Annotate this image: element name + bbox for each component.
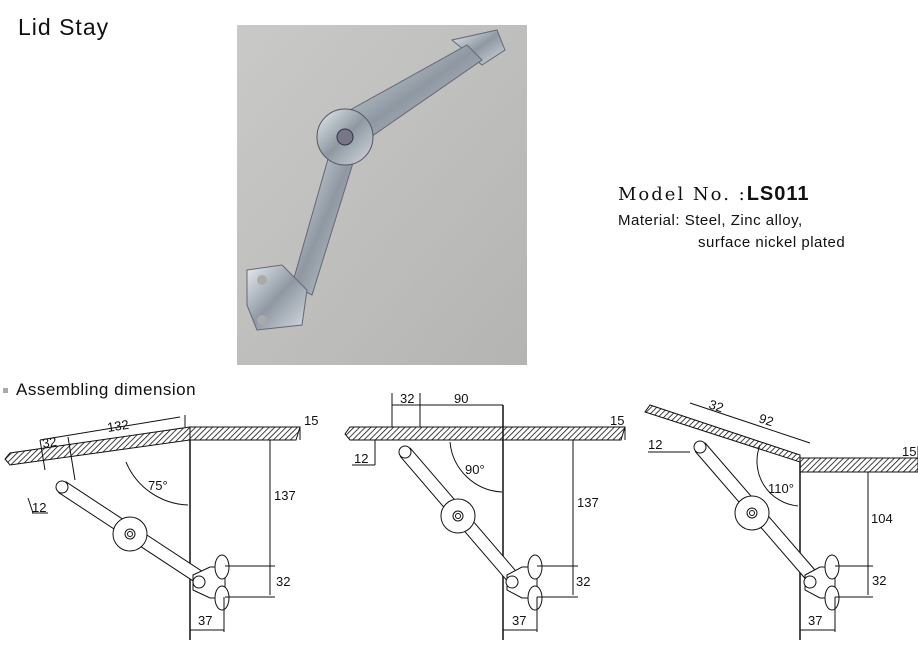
angle-label: 110° (768, 481, 794, 496)
lid-board (4, 426, 191, 466)
dim-37: 37 (512, 613, 526, 628)
model-label: Model No. : (618, 184, 747, 205)
dim-12: 12 (648, 437, 662, 452)
dim-32-bracket: 32 (576, 574, 590, 589)
dim-37: 37 (198, 613, 212, 628)
dim-90: 90 (454, 391, 468, 406)
product-photo (237, 25, 527, 365)
diagram-110: 32 92 12 15 110° 104 32 37 (644, 397, 918, 640)
dim-15: 15 (902, 444, 916, 459)
product-title: Lid Stay (18, 14, 110, 40)
dim-32-bracket: 32 (872, 573, 886, 588)
dim-32-lid: 32 (41, 434, 58, 451)
dim-137: 137 (577, 495, 599, 510)
section-title-text: Assembling dimension (16, 380, 197, 399)
material-line-2: surface nickel plated (698, 234, 846, 251)
dim-15: 15 (304, 413, 318, 428)
dim-12: 12 (32, 500, 46, 515)
material-label: Material: (618, 212, 681, 229)
angle-label: 90° (465, 462, 485, 477)
dim-15: 15 (610, 413, 624, 428)
dim-32-bracket: 32 (276, 574, 290, 589)
dim-137: 137 (274, 488, 296, 503)
dim-32-lid: 32 (400, 391, 414, 406)
material-line-1: Steel, Zinc alloy, (684, 212, 803, 229)
bullet-icon (3, 388, 8, 394)
dim-132: 132 (106, 417, 130, 435)
fixed-board (189, 426, 301, 441)
angle-label: 75° (148, 478, 168, 493)
section-title: Assembling dimension (3, 380, 196, 400)
model-number: LS011 (746, 183, 810, 205)
diagram-90: 32 90 15 12 90° 137 32 37 (344, 391, 626, 640)
dim-37: 37 (808, 613, 822, 628)
diagram-75: 132 32 12 15 75° 137 32 37 (4, 413, 318, 640)
product-spec: Model No. :LS011 Material: Steel, Zinc a… (618, 183, 845, 251)
dim-32-lid: 32 (707, 397, 725, 416)
dim-92: 92 (757, 411, 775, 430)
dim-12: 12 (354, 451, 368, 466)
dim-104: 104 (871, 511, 893, 526)
